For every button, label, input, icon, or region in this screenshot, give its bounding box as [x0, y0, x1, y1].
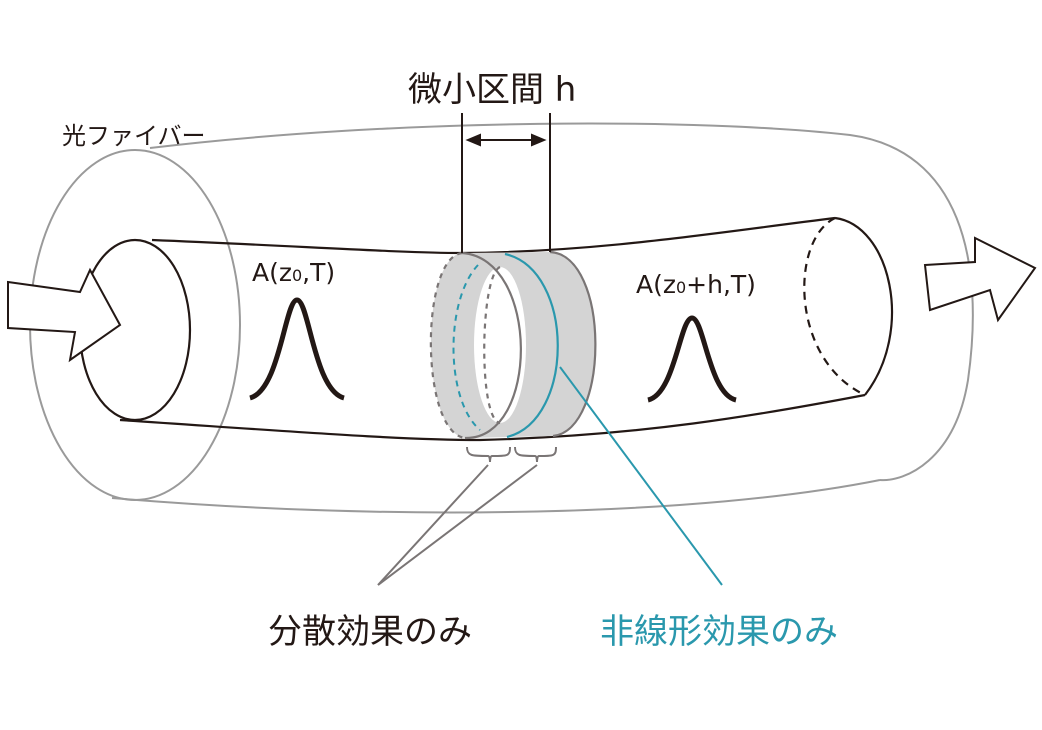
- input-pulse-shape: [248, 297, 346, 401]
- output-pulse-shape: [646, 315, 738, 403]
- segment-dimension: [461, 113, 551, 253]
- fiber-label: 光ファイバー: [62, 122, 206, 150]
- output-pulse-label: A(z0+h,T): [636, 270, 756, 299]
- segment-ring: [429, 250, 597, 440]
- output-arrow-icon: [923, 236, 1037, 323]
- input-pulse-sub: 0: [291, 266, 303, 285]
- nonlinear-plane: [504, 252, 559, 439]
- input-arrow-icon: [7, 267, 122, 363]
- output-pulse-sub: 0: [675, 278, 687, 297]
- nonlinear-plane-hidden: [452, 264, 481, 431]
- segment-label: 微小区間 h: [408, 70, 577, 110]
- output-pulse-prefix: A(z: [636, 270, 676, 299]
- output-pulse-suffix: +h,T): [686, 270, 756, 299]
- input-pulse-prefix: A(z: [252, 258, 292, 287]
- nonlinear-only-label: 非線形効果のみ: [600, 612, 838, 652]
- nonlinear-leader: [559, 366, 723, 586]
- input-pulse-suffix: ,T): [302, 258, 336, 287]
- input-pulse-label: A(z0,T): [252, 258, 335, 287]
- dispersion-only-label: 分散効果のみ: [268, 612, 472, 652]
- dispersion-braces: [377, 446, 557, 586]
